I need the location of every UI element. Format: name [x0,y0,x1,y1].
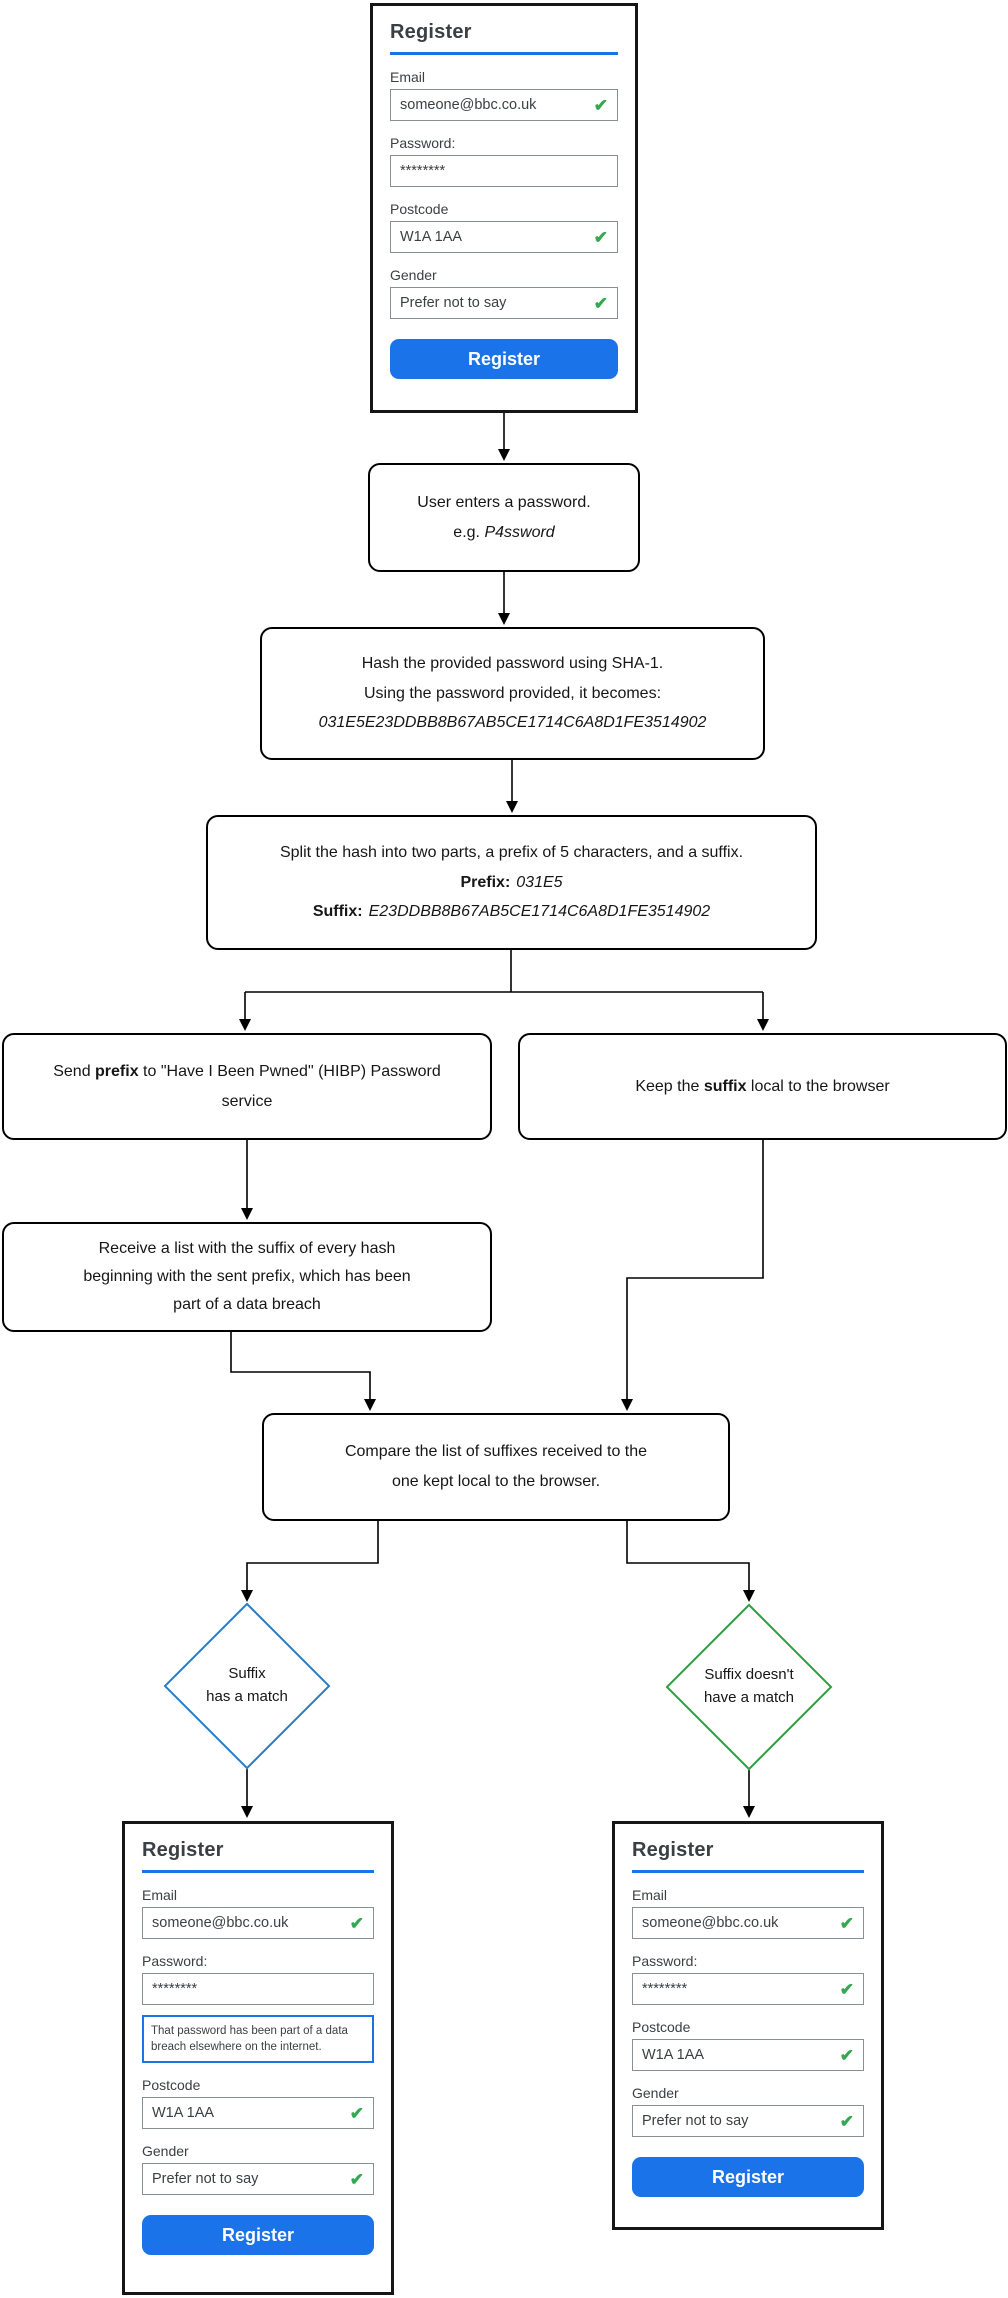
postcode-value: W1A 1AA [152,2105,215,2122]
hash-value: 031E5E23DDBB8B67AB5CE1714C6A8D1FE3514902 [318,714,707,732]
password-field[interactable]: ******** [390,155,618,187]
breach-warning-message: That password has been part of a data br… [142,2015,374,2064]
email-label: Email [632,1887,668,1903]
email-value: someone@bbc.co.uk [642,1915,779,1931]
form-title: Register [632,1839,714,1861]
step-text: Compare the list of suffixes received to… [344,1443,648,1461]
form-title: Register [142,1839,224,1861]
step-text: Split the hash into two parts, a prefix … [279,844,744,862]
step-send-prefix: Send prefix to "Have I Been Pwned" (HIBP… [2,1033,492,1140]
password-label: Password: [632,1953,698,1969]
step-text: Keep the suffix local to the browser [635,1077,890,1095]
register-button[interactable]: Register [142,2215,374,2256]
register-form-breach: Register Email someone@bbc.co.uk ✔ Passw… [122,1821,394,2295]
register-form-valid: Register Email someone@bbc.co.uk ✔ Passw… [612,1821,884,2230]
gender-value: Prefer not to say [152,2171,259,2188]
step-text: Receive a list with the suffix of every … [98,1240,396,1257]
password-label: Password: [390,135,456,151]
step-split-hash: Split the hash into two parts, a prefix … [206,815,817,950]
check-icon: ✔ [839,1913,854,1933]
password-field[interactable]: ******** ✔ [632,1973,864,2005]
step-text: part of a data breach [173,1296,321,1313]
postcode-label: Postcode [390,201,449,217]
gender-label: Gender [390,267,437,283]
suffix-line: Suffix:E23DDBB8B67AB5CE1714C6A8D1FE35149… [312,903,711,921]
step-text: Hash the provided password using SHA-1. [361,655,664,673]
step-text: User enters a password. [417,493,591,511]
email-label: Email [390,69,426,85]
email-field[interactable]: someone@bbc.co.uk ✔ [632,1907,864,1939]
email-label: Email [142,1887,178,1903]
gender-field[interactable]: Prefer not to say ✔ [390,287,618,319]
postcode-value: W1A 1AA [642,2047,705,2063]
step-text: one kept local to the browser. [391,1473,601,1490]
decision-suffix-match-label: Suffix has a match [206,1665,288,1705]
check-icon: ✔ [839,2045,854,2065]
check-icon: ✔ [593,293,608,313]
password-value: ******** [400,163,446,179]
email-value: someone@bbc.co.uk [152,1915,289,1931]
gender-label: Gender [632,2085,679,2101]
gender-field[interactable]: Prefer not to say ✔ [632,2105,864,2137]
password-value: ******** [152,1981,198,1997]
password-label: Password: [142,1953,208,1969]
check-icon: ✔ [593,95,608,115]
step-text: e.g. P4ssword [453,523,555,541]
postcode-field[interactable]: W1A 1AA ✔ [390,221,618,253]
form-title: Register [390,21,472,43]
step-enter-password: User enters a password. e.g. P4ssword [368,463,640,572]
gender-field[interactable]: Prefer not to say ✔ [142,2163,374,2196]
step-keep-suffix: Keep the suffix local to the browser [518,1033,1007,1140]
register-form-initial: Register Email someone@bbc.co.uk ✔ Passw… [370,3,638,413]
step-text: Using the password provided, it becomes: [363,684,662,702]
postcode-field[interactable]: W1A 1AA ✔ [632,2039,864,2071]
check-icon: ✔ [839,1979,854,1999]
postcode-label: Postcode [142,2077,201,2094]
email-field[interactable]: someone@bbc.co.uk ✔ [390,89,618,121]
decision-suffix-no-match-label: Suffix doesn't have a match [703,1666,795,1706]
step-receive-list: Receive a list with the suffix of every … [2,1222,492,1332]
title-underline [390,52,618,55]
step-compare-suffixes: Compare the list of suffixes received to… [262,1413,730,1521]
check-icon: ✔ [839,2111,854,2131]
check-icon: ✔ [349,2103,364,2123]
register-button[interactable]: Register [390,339,618,379]
email-field[interactable]: someone@bbc.co.uk ✔ [142,1907,374,1939]
postcode-label: Postcode [632,2019,691,2035]
step-text: Send prefix to "Have I Been Pwned" (HIBP… [53,1062,441,1110]
step-hash-password: Hash the provided password using SHA-1. … [260,627,765,760]
password-value: ******** [642,1981,688,1997]
title-underline [142,1870,374,1873]
check-icon: ✔ [349,1913,364,1933]
password-field[interactable]: ******** [142,1973,374,2005]
gender-label: Gender [142,2143,189,2160]
title-underline [632,1870,864,1873]
check-icon: ✔ [349,2169,364,2189]
postcode-value: W1A 1AA [400,229,463,245]
email-value: someone@bbc.co.uk [400,97,537,113]
gender-value: Prefer not to say [400,295,507,311]
register-button[interactable]: Register [632,2157,864,2197]
check-icon: ✔ [593,227,608,247]
gender-value: Prefer not to say [642,2113,749,2129]
step-text: beginning with the sent prefix, which ha… [83,1268,411,1285]
prefix-line: Prefix:031E5 [460,873,563,891]
postcode-field[interactable]: W1A 1AA ✔ [142,2097,374,2130]
